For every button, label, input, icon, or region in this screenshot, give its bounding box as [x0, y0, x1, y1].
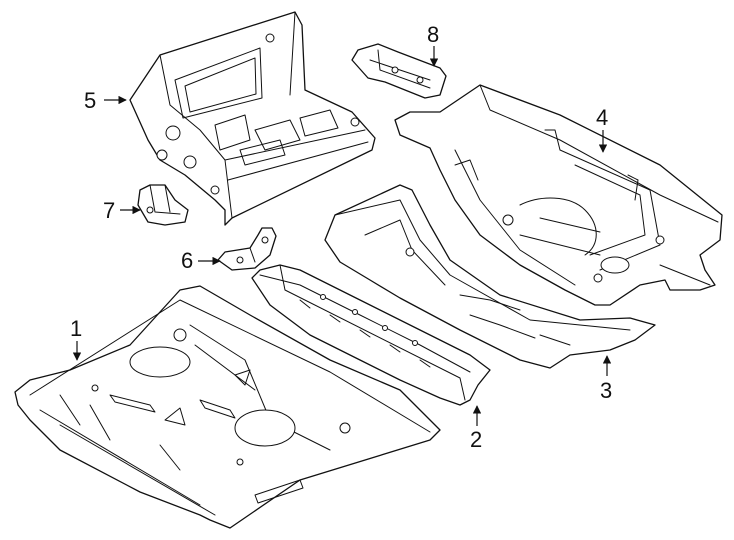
callout-6: 6 [181, 248, 221, 273]
callout-4: 4 [596, 105, 608, 153]
callout-label-5: 5 [84, 88, 96, 113]
callout-1: 1 [70, 316, 82, 361]
callout-label-2: 2 [470, 427, 482, 452]
callout-label-1: 1 [70, 316, 82, 341]
callout-2: 2 [470, 405, 482, 452]
callout-label-8: 8 [427, 22, 439, 47]
callout-8: 8 [427, 22, 439, 67]
callout-label-3: 3 [600, 378, 612, 403]
part-6-bracket [217, 227, 277, 271]
part-1-front-floor [14, 285, 441, 529]
part-3-center-floor [324, 184, 656, 369]
callout-label-6: 6 [181, 248, 193, 273]
callout-label-4: 4 [596, 105, 608, 130]
part-2-rail [251, 264, 491, 406]
callout-5: 5 [84, 88, 127, 113]
part-5-rear-panel [129, 11, 376, 226]
callout-3: 3 [600, 355, 612, 403]
callout-7: 7 [103, 198, 141, 223]
part-8-bracket [351, 43, 447, 99]
part-7-bracket [137, 184, 189, 226]
part-4-rear-floor [394, 84, 723, 306]
callout-label-7: 7 [103, 198, 115, 223]
